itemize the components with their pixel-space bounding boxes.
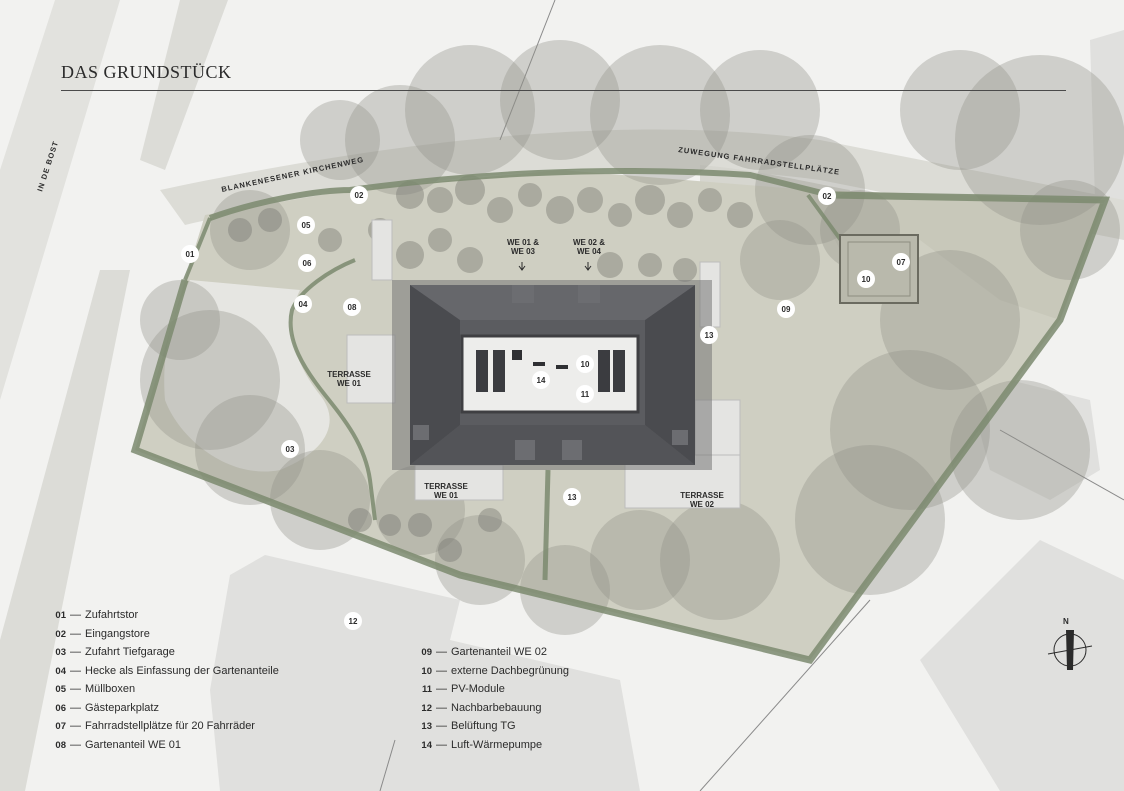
marker-02: 02 [818,187,836,205]
svg-text:13: 13 [568,493,577,502]
legend-item: 12—Nachbarbebauung [410,699,569,718]
marker-09: 09 [777,300,795,318]
legend-number: 12 [421,702,432,714]
street-kirchenweg [160,129,1124,240]
svg-text:13: 13 [705,331,714,340]
legend-number: 14 [421,739,432,751]
legend-text: Zufahrt Tiefgarage [85,646,175,658]
marker-01: 01 [181,245,199,263]
legend-number: 13 [421,721,432,732]
legend-text: Müllboxen [85,683,136,695]
svg-text:02: 02 [355,191,364,200]
svg-text:12: 12 [349,617,358,626]
arrows [518,262,592,271]
thin-lines [379,0,1124,791]
legend-text: Fahrradstellplätze für 20 Fahrräder [85,720,255,732]
legend-text: Gartenanteil WE 01 [85,738,181,751]
marker-10: 10 [857,270,875,288]
compass-north-label: N [1063,617,1069,626]
marker-12: 12 [344,612,362,630]
number-markers: 01 02 02 03 04 05 06 07 08 09 10 10 11 12 13 13 14 [181,186,910,630]
legend-text: Luft-Wärmepumpe [451,738,543,751]
svg-text:01: 01 [186,250,195,259]
title-rule [61,90,1066,91]
svg-text:10: 10 [862,275,871,284]
legend-item: 10—externe Dachbegrünung [410,662,569,681]
north-arrow: N [1047,617,1093,670]
marker-02: 02 [350,186,368,204]
marker-13: 13 [563,488,581,506]
legend-number: 11 [421,684,432,695]
legend-number: 01 [55,610,66,621]
legend-text: Belüftung TG [451,720,516,732]
svg-text:09: 09 [782,305,791,314]
legend-number: 03 [55,647,66,658]
legend-number: 10 [421,665,432,677]
page-title: DAS GRUNDSTÜCK [61,62,232,82]
legend-text: Zufahrtstor [85,609,139,621]
marker-10: 10 [576,355,594,373]
marker-05: 05 [297,216,315,234]
legend-number: 04 [55,665,66,677]
street-in-de-bost [0,0,228,791]
marker-06: 06 [298,254,316,272]
neighbour-buildings [210,30,1124,791]
legend-item: 04—Hecke als Einfassung der Gartenanteil… [44,662,279,681]
legend-number: 06 [55,702,66,714]
legend-text: PV-Module [451,683,505,695]
svg-text:05: 05 [302,221,311,230]
svg-text:14: 14 [537,376,546,385]
legend-item: 14—Luft-Wärmepumpe [410,736,569,755]
legend-item: 09—Gartenanteil WE 02 [410,643,569,662]
svg-text:04: 04 [299,300,308,309]
legend-text: externe Dachbegrünung [451,664,570,677]
legend-item: 11—PV-Module [410,680,569,699]
marker-04: 04 [294,295,312,313]
legend-text: Gästeparkplatz [85,701,159,714]
building [392,280,712,470]
svg-text:10: 10 [581,360,590,369]
legend-text: Eingangstore [85,627,150,640]
legend-item: 05—Müllboxen [44,680,279,699]
legend-item: 06—Gästeparkplatz [44,699,279,718]
legend-item: 03—Zufahrt Tiefgarage [44,643,279,662]
tree-canopies [140,40,1124,635]
legend-number: 07 [55,721,66,732]
legend-item: 02—Eingangstore [44,625,279,644]
legend-text: Nachbarbebauung [451,701,542,714]
svg-text:07: 07 [897,258,906,267]
legend-item: 13—Belüftung TG [410,717,569,736]
hedge-boundary [130,167,1111,664]
svg-text:08: 08 [348,303,357,312]
marker-08: 08 [343,298,361,316]
label-we02-we04: WE 02 &WE 04 [573,238,605,256]
legend-text: Hecke als Einfassung der Gartenanteile [85,664,279,677]
legend-item: 08—Gartenanteil WE 01 [44,736,279,755]
label-we01-we03: WE 01 &WE 03 [507,238,539,256]
marker-11: 11 [576,385,594,403]
legend-number: 08 [55,739,66,751]
svg-text:11: 11 [581,390,590,399]
svg-text:03: 03 [286,445,295,454]
marker-13: 13 [700,326,718,344]
marker-03: 03 [281,440,299,458]
svg-text:02: 02 [823,192,832,201]
legend-item: 01—Zufahrtstor [44,606,279,625]
marker-14: 14 [532,371,550,389]
marker-07: 07 [892,253,910,271]
svg-text:06: 06 [303,259,312,268]
legend-number: 09 [421,647,432,658]
legend-number: 05 [55,684,66,695]
legend-text: Gartenanteil WE 02 [451,646,547,658]
legend-item: 07—Fahrradstellplätze für 20 Fahrräder [44,717,279,736]
legend-number: 02 [55,628,66,640]
